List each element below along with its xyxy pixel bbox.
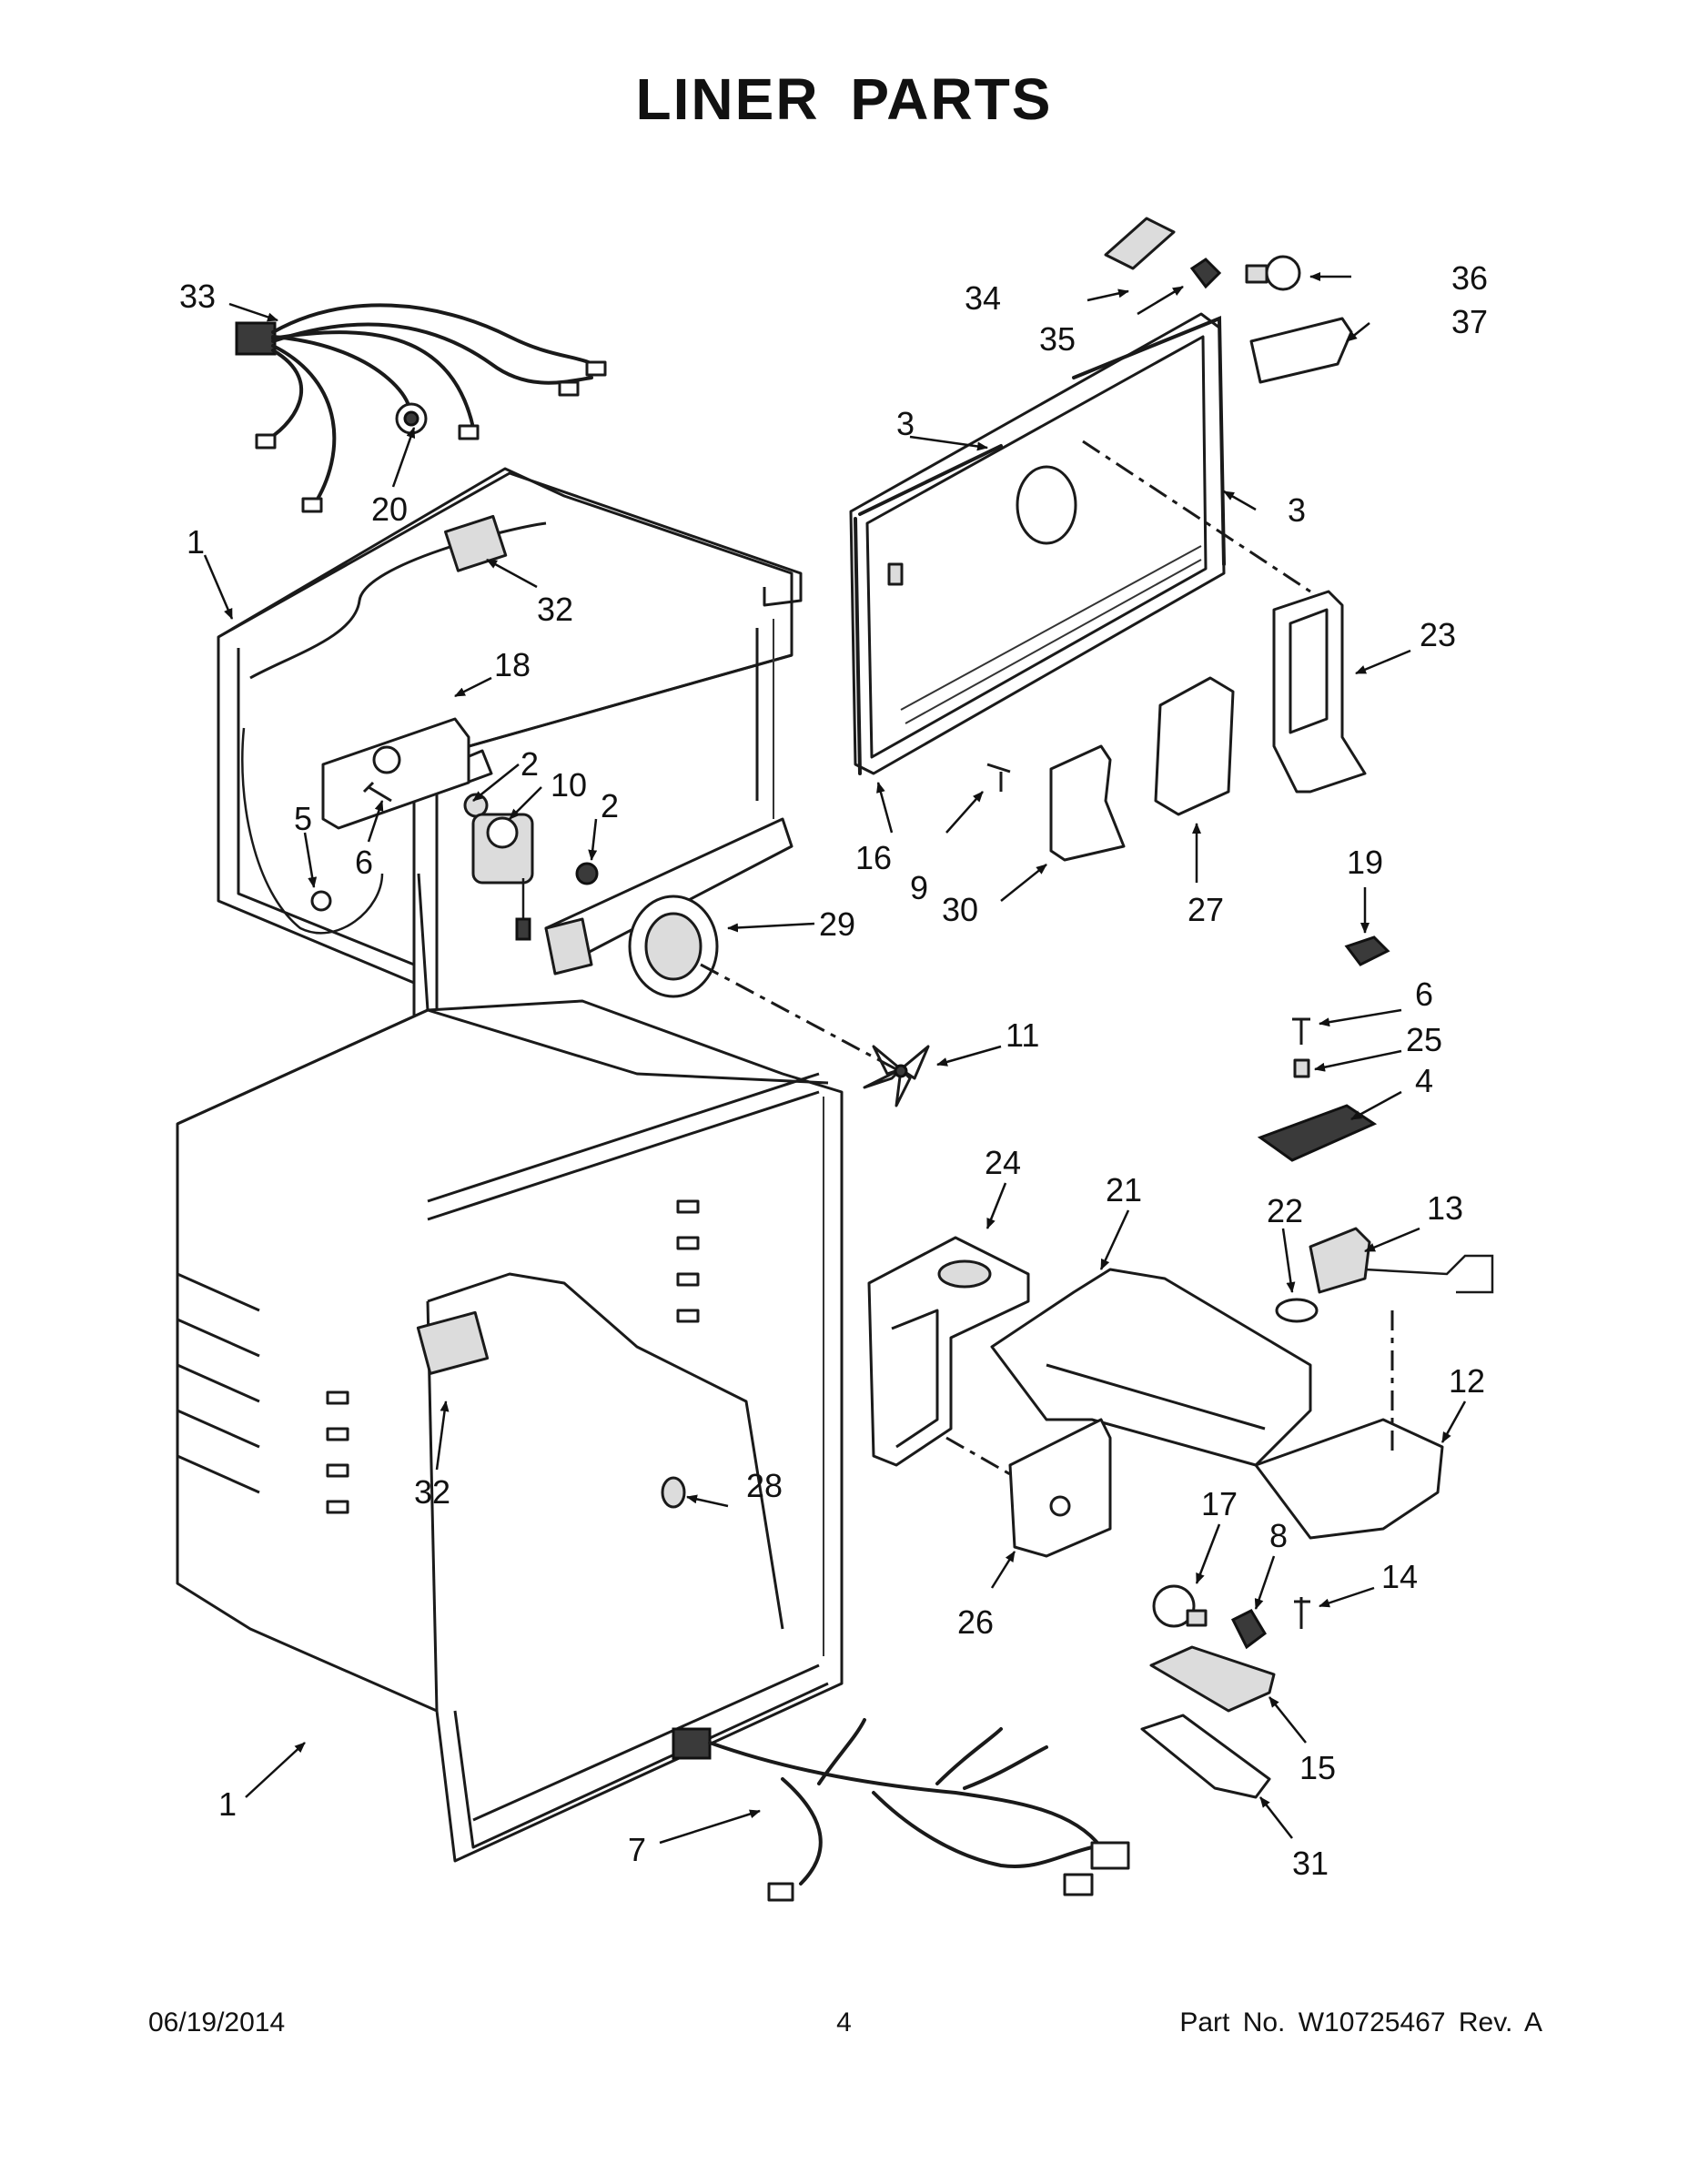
callout-5: 5 xyxy=(294,800,312,837)
callout-27: 27 xyxy=(1188,891,1224,928)
part-9-screw xyxy=(986,763,1011,792)
part-24-housing xyxy=(867,1236,1030,1467)
callout-9: 9 xyxy=(910,869,928,906)
callout-10: 10 xyxy=(551,766,587,804)
leader-lines xyxy=(203,272,1467,1845)
part-10-fan-motor xyxy=(471,813,534,941)
part-34-light-lens xyxy=(1104,217,1176,270)
callout-labels: 33 20 1 32 18 2 10 2 5 6 29 11 3 3 34 35… xyxy=(179,259,1488,1882)
callout-11: 11 xyxy=(1006,1016,1039,1054)
callout-28: 28 xyxy=(746,1467,783,1504)
part-25-spacer xyxy=(1293,1058,1310,1078)
callout-17: 17 xyxy=(1201,1485,1238,1522)
part-19-switch xyxy=(1344,935,1390,966)
callout-13: 13 xyxy=(1427,1189,1463,1227)
callout-32-lower: 32 xyxy=(414,1473,450,1511)
callout-19: 19 xyxy=(1347,844,1383,881)
part-5-grommet xyxy=(310,890,332,912)
callout-1-upper: 1 xyxy=(187,523,205,561)
part-37-bracket xyxy=(1249,317,1353,384)
part-6-screw xyxy=(362,781,392,803)
part-2-grommet-b xyxy=(575,862,599,885)
callout-21: 21 xyxy=(1106,1171,1142,1208)
callout-35: 35 xyxy=(1039,320,1076,358)
callout-15: 15 xyxy=(1299,1749,1336,1786)
callout-24: 24 xyxy=(985,1144,1021,1181)
callout-36: 36 xyxy=(1451,259,1488,297)
footer-page-number: 4 xyxy=(836,2007,852,2037)
callout-26: 26 xyxy=(957,1603,994,1641)
part-18-bracket xyxy=(321,717,470,830)
callout-30: 30 xyxy=(942,891,978,928)
callout-14: 14 xyxy=(1381,1558,1418,1595)
callout-3-a: 3 xyxy=(896,405,915,442)
callout-32-upper: 32 xyxy=(537,591,573,628)
callout-20: 20 xyxy=(371,490,408,528)
part-7-wire-harness xyxy=(672,1718,1130,1902)
footer-part-number: Part No. W10725467 Rev. A xyxy=(1179,2007,1542,2037)
callout-8: 8 xyxy=(1269,1517,1288,1554)
callout-33: 33 xyxy=(179,278,216,315)
callout-3-b: 3 xyxy=(1288,491,1306,529)
callout-34: 34 xyxy=(965,279,1001,317)
callout-18: 18 xyxy=(494,646,531,683)
part-22-grommet xyxy=(1275,1298,1319,1323)
callout-4: 4 xyxy=(1415,1062,1433,1099)
part-35-socket xyxy=(1189,258,1222,289)
part-36-bulb xyxy=(1245,255,1301,291)
callout-1-lower: 1 xyxy=(218,1785,237,1823)
callout-25: 25 xyxy=(1406,1021,1442,1058)
callout-6-lower: 6 xyxy=(1415,976,1433,1013)
callout-12: 12 xyxy=(1449,1362,1485,1400)
callout-7: 7 xyxy=(628,1831,646,1868)
part-16-evaporator-cover xyxy=(849,312,1226,775)
callout-2-b: 2 xyxy=(601,787,619,824)
part-26-cover xyxy=(1008,1418,1112,1558)
part-15-lens xyxy=(1149,1645,1276,1713)
part-12-housing xyxy=(1254,1418,1444,1540)
part-23-air-tower xyxy=(1272,590,1367,794)
part-30-duct xyxy=(1049,744,1126,862)
callout-31: 31 xyxy=(1292,1845,1329,1882)
part-6-screw-lower xyxy=(1292,1017,1310,1045)
part-31-light-housing xyxy=(1140,1714,1271,1799)
part-8-socket xyxy=(1230,1609,1267,1650)
part-21-duct xyxy=(990,1268,1312,1467)
callout-37: 37 xyxy=(1451,303,1488,340)
callout-16: 16 xyxy=(855,839,892,876)
footer-date: 06/19/2014 xyxy=(148,2007,286,2037)
part-3-gasket xyxy=(854,316,1226,775)
callout-23: 23 xyxy=(1420,616,1456,653)
part-17-bulb xyxy=(1152,1584,1208,1628)
part-11-fan-blade xyxy=(863,1045,930,1107)
part-1-fresh-food-liner xyxy=(176,999,844,1863)
page-title: LINER PARTS xyxy=(635,66,1053,132)
callout-6-upper: 6 xyxy=(355,844,373,881)
part-13-thermostat xyxy=(1309,1227,1371,1294)
callout-2-a: 2 xyxy=(521,745,539,783)
part-4-control-board xyxy=(1257,1104,1378,1162)
part-33-wire-harness xyxy=(235,303,607,513)
part-14-screw xyxy=(1294,1597,1310,1629)
part-27-cover xyxy=(1154,676,1235,816)
part-1-freezer-liner xyxy=(217,467,803,1037)
callout-22: 22 xyxy=(1267,1192,1303,1229)
callout-29: 29 xyxy=(819,905,855,943)
